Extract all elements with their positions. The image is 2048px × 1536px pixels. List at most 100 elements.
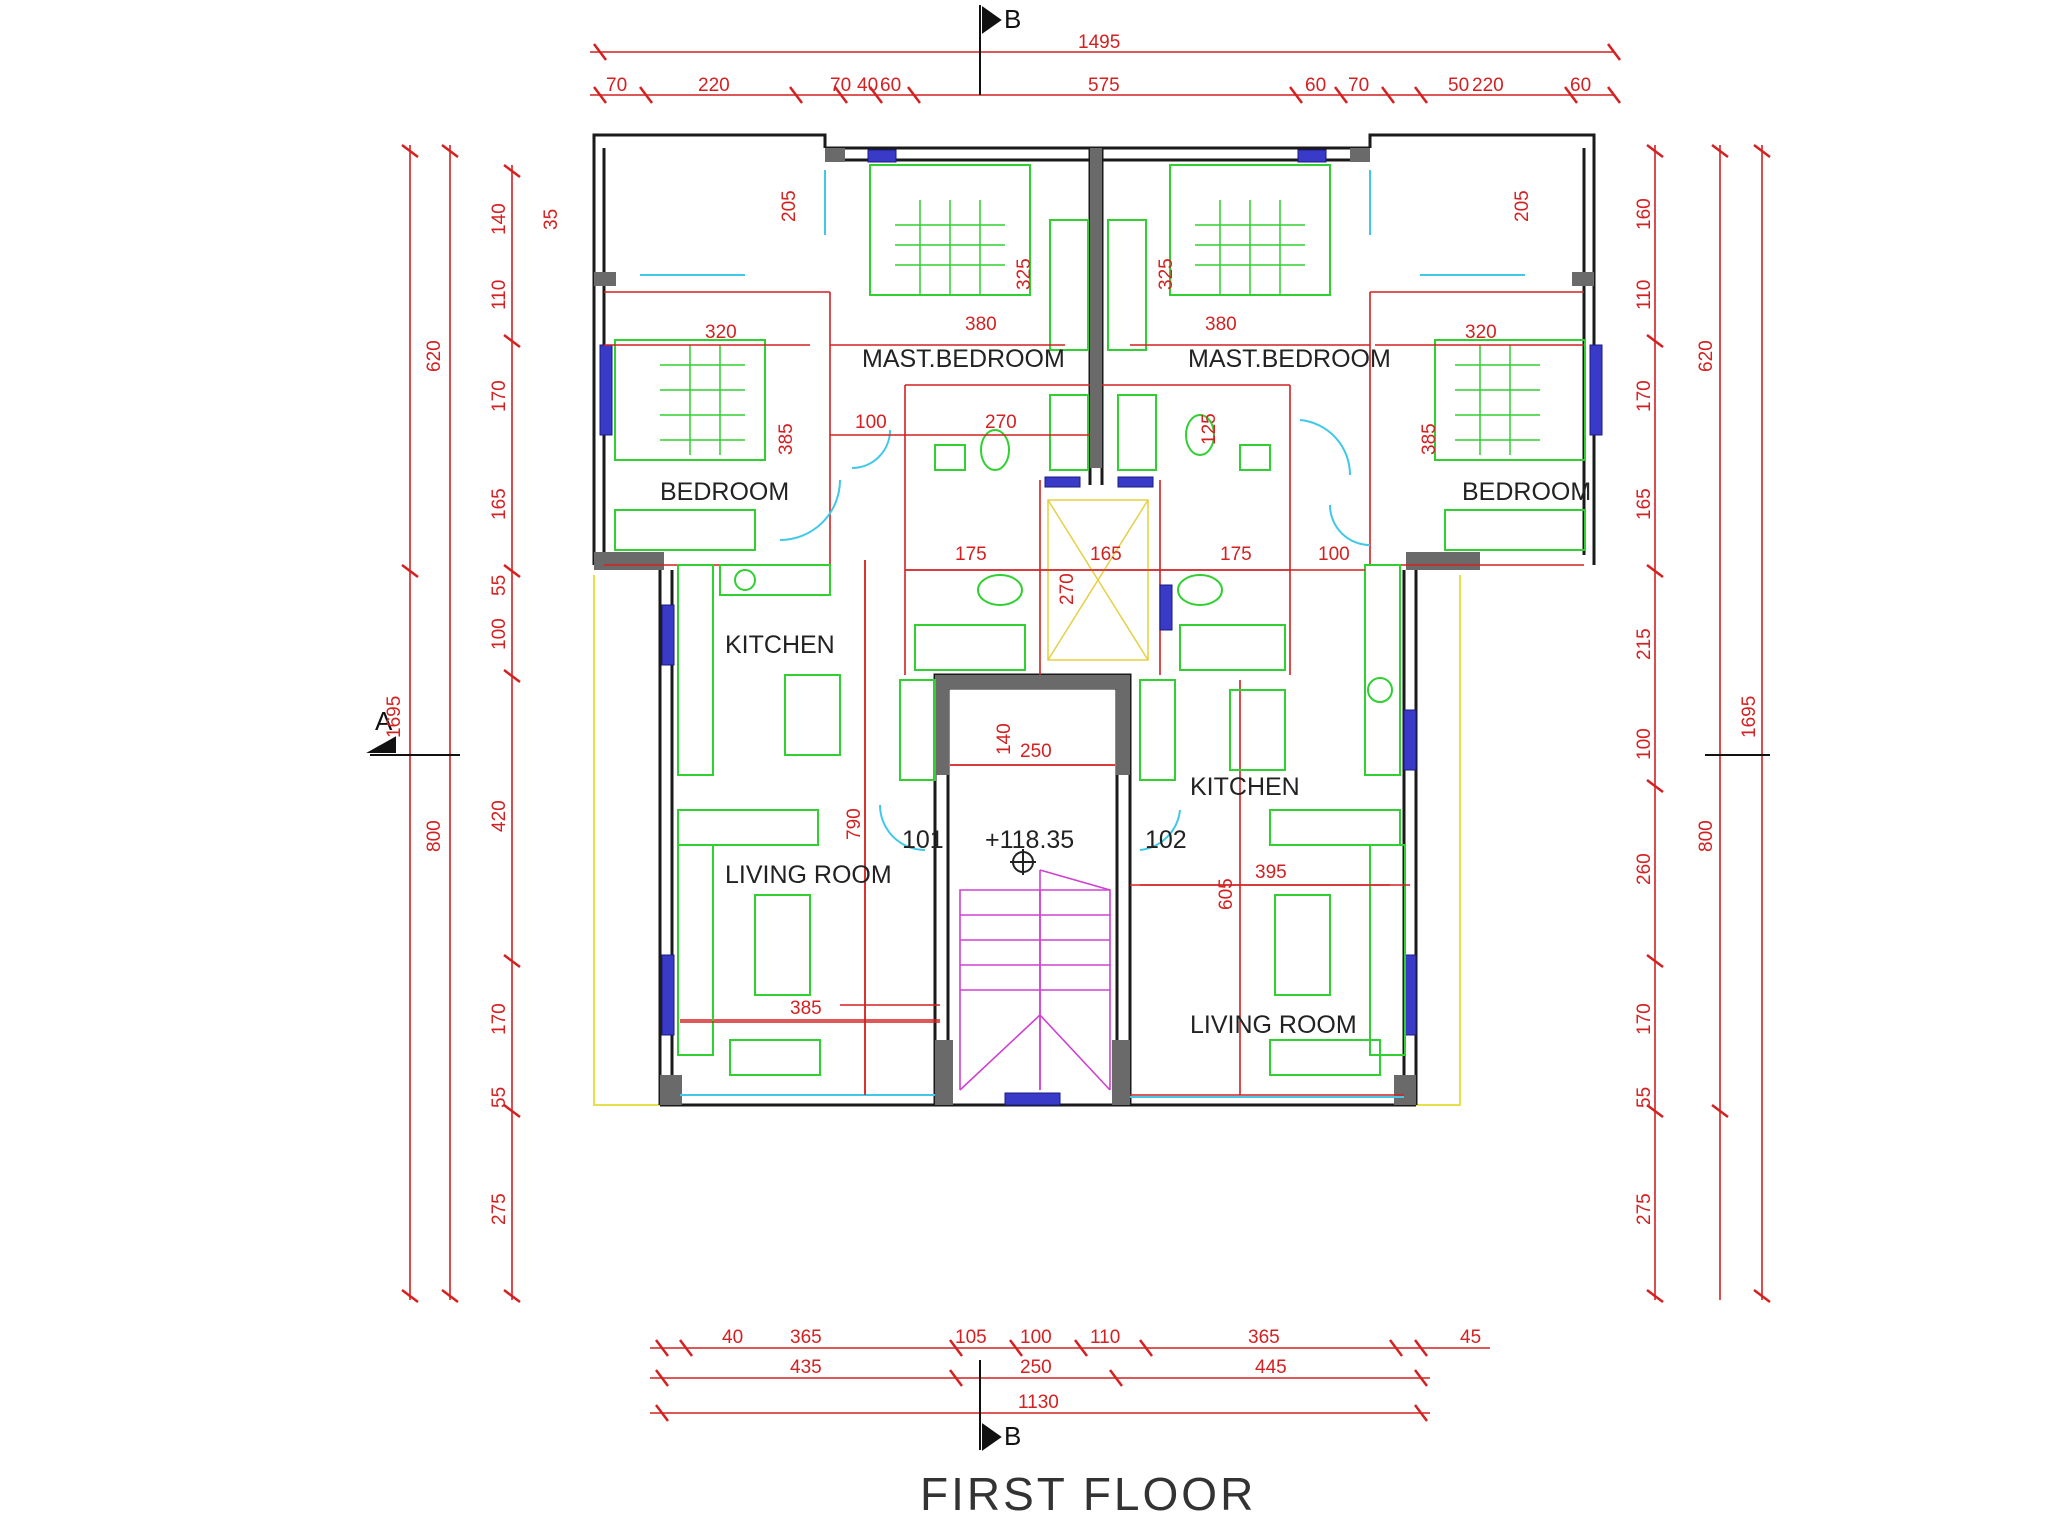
dim-left-inner-seg: 35	[541, 209, 562, 230]
dim-top-seg: 220	[1472, 75, 1504, 96]
dim-right-inner-seg: 110	[1634, 280, 1655, 310]
dim-bottom-seg: 110	[1090, 1327, 1120, 1348]
room-label-living-left: LIVING ROOM	[725, 861, 892, 889]
dim-bottom-seg: 105	[955, 1327, 987, 1348]
dim-bottom-row2: 435 250 445	[790, 1357, 1287, 1378]
dim-left-outer-800: 800	[424, 820, 445, 852]
dim-320-left: 320	[705, 322, 737, 343]
section-label-b-bottom: B	[1004, 1421, 1021, 1451]
dim-790: 790	[844, 808, 865, 840]
level-marker	[1010, 849, 1036, 875]
dim-395: 395	[1255, 862, 1287, 883]
dim-320-right: 320	[1465, 322, 1497, 343]
dim-250: 250	[1020, 741, 1052, 762]
dim-right-outer-620: 620	[1696, 340, 1717, 372]
dim-bottom-total: 1130	[1018, 1392, 1059, 1413]
dim-bottom-seg: 45	[1460, 1327, 1481, 1348]
dim-top-segments: 70 220 70 40 60 575 60 70 50 220 60	[606, 75, 1591, 96]
dim-325-right: 325	[1156, 258, 1177, 290]
dim-385-right: 385	[1419, 423, 1440, 455]
dim-right-inner-seg: 165	[1634, 488, 1655, 520]
dim-top-seg: 60	[1570, 75, 1591, 96]
dim-175-right: 175	[1220, 544, 1252, 565]
dim-380-right: 380	[1205, 314, 1237, 335]
dim-385-living: 385	[790, 998, 822, 1019]
dim-bottom-seg: 250	[1020, 1357, 1052, 1378]
unit-number-101: 101	[902, 826, 944, 854]
dim-205-left: 205	[779, 190, 800, 222]
balcony-outlines	[593, 575, 1461, 1106]
dim-left-inner-seg: 170	[489, 380, 510, 412]
dim-bottom-seg: 365	[1248, 1327, 1280, 1348]
room-label-bedroom-right: BEDROOM	[1462, 478, 1591, 506]
dim-left-inner-seg: 420	[489, 800, 510, 832]
dim-left-inner-seg: 165	[489, 488, 510, 520]
dim-right-outer-800: 800	[1696, 820, 1717, 852]
dimension-ticks	[401, 43, 1771, 1422]
dim-right-inner-seg: 260	[1634, 853, 1655, 885]
dim-left-inner-seg: 140	[489, 203, 510, 235]
room-label-living-right: LIVING ROOM	[1190, 1011, 1357, 1039]
dim-270-top: 270	[985, 412, 1017, 433]
dim-100-left: 100	[855, 412, 887, 433]
dim-205-right: 205	[1512, 190, 1533, 222]
dim-right-inner-seg: 170	[1634, 1003, 1655, 1035]
dim-left-inner-seg: 110	[489, 280, 510, 310]
dim-140: 140	[994, 723, 1015, 755]
section-label-a: A	[375, 706, 393, 736]
room-label-kitchen-right: KITCHEN	[1190, 773, 1300, 801]
dim-right-inner-seg: 160	[1634, 198, 1655, 230]
dim-left-inner-seg: 55	[489, 1087, 510, 1108]
dim-left-outer-620: 620	[424, 340, 445, 372]
dim-right-inner-seg: 275	[1634, 1193, 1655, 1225]
dim-right-inner-seg: 170	[1634, 380, 1655, 412]
dim-top-seg: 70	[606, 75, 627, 96]
dim-left-total: 1695	[384, 696, 405, 738]
room-label-mast-bedroom-right: MAST.BEDROOM	[1188, 345, 1391, 373]
stair	[959, 869, 1111, 1091]
dim-top-seg: 70	[1348, 75, 1369, 96]
dim-top-seg: 60	[1305, 75, 1326, 96]
dim-bottom-seg: 365	[790, 1327, 822, 1348]
dim-left-inner-seg: 275	[489, 1193, 510, 1225]
dim-interior: 205 205 325 325 380 380 320 320 385 385 …	[705, 190, 1533, 1019]
unit-number-102: 102	[1145, 826, 1187, 854]
dim-bottom-seg: 445	[1255, 1357, 1287, 1378]
floor-level-label: +118.35	[985, 826, 1074, 854]
dim-left-outer: 620 800	[424, 340, 445, 852]
dim-top-total: 1495	[1078, 32, 1120, 53]
dim-top-seg: 50	[1448, 75, 1469, 96]
dim-385-left: 385	[776, 423, 797, 455]
dim-top-seg: 40	[857, 75, 878, 96]
dim-right-inner: 160 110 170 165 215 100 260 170 55 275	[1634, 198, 1655, 1225]
dim-right-inner-seg: 100	[1634, 728, 1655, 760]
section-markers	[366, 5, 1770, 1451]
dim-top-seg: 70	[830, 75, 851, 96]
dim-right-inner-seg: 55	[1634, 1087, 1655, 1108]
dim-right-total: 1695	[1739, 696, 1760, 738]
dim-605: 605	[1216, 878, 1237, 910]
dim-270-vert: 270	[1057, 573, 1078, 605]
dim-165: 165	[1090, 544, 1122, 565]
dim-left-inner-seg: 100	[489, 618, 510, 650]
dim-bottom-seg: 100	[1020, 1327, 1052, 1348]
section-label-b-top: B	[1004, 4, 1021, 34]
dim-325-left: 325	[1014, 258, 1035, 290]
dim-left-inner: 35 140 110 170 165 55 100 420 170 55 275	[489, 203, 562, 1225]
dim-top-seg: 575	[1088, 75, 1120, 96]
dim-top-seg: 220	[698, 75, 730, 96]
dim-bottom-seg: 40	[722, 1327, 743, 1348]
room-label-kitchen-left: KITCHEN	[725, 631, 835, 659]
elevator-shaft	[1047, 499, 1149, 661]
dim-bottom-row1: 40 365 105 100 110 365 45	[722, 1327, 1481, 1348]
drawing-title: FIRST FLOOR	[920, 1468, 1256, 1520]
dim-right-inner-seg: 215	[1634, 628, 1655, 660]
room-label-mast-bedroom-left: MAST.BEDROOM	[862, 345, 1065, 373]
room-label-bedroom-left: BEDROOM	[660, 478, 789, 506]
dim-top-seg: 60	[880, 75, 901, 96]
dim-125: 125	[1199, 413, 1220, 445]
dim-left-inner-seg: 170	[489, 1003, 510, 1035]
windows	[599, 149, 1603, 1106]
dim-bottom-seg: 435	[790, 1357, 822, 1378]
